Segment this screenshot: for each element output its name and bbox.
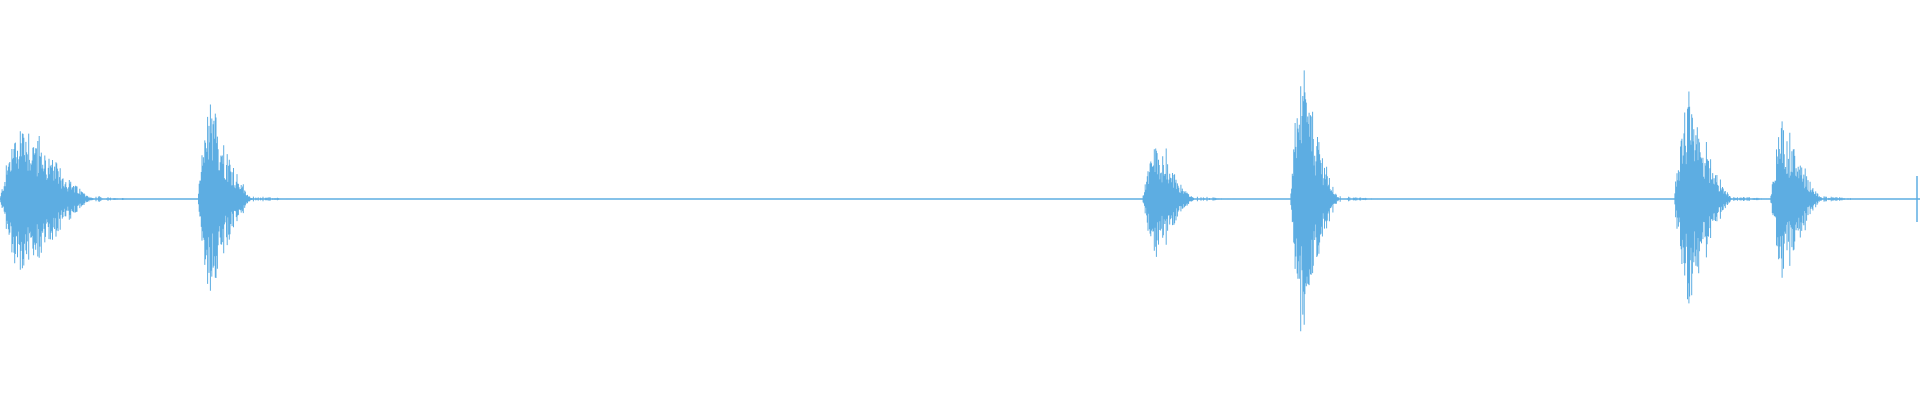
- waveform-signal: [0, 70, 1863, 332]
- waveform-burst-path: [1674, 91, 1773, 304]
- waveform-burst-path: [198, 104, 292, 291]
- waveform-burst: [1674, 91, 1773, 304]
- waveform-burst: [198, 104, 292, 291]
- waveform-burst-path: [1770, 121, 1863, 278]
- waveform-burst: [1770, 121, 1863, 278]
- waveform-burst: [0, 131, 135, 270]
- waveform-burst: [1142, 148, 1236, 257]
- waveform-burst-path: [0, 131, 135, 270]
- waveform-burst-path: [1142, 148, 1236, 257]
- waveform-burst-path: [1290, 70, 1378, 332]
- waveform-burst: [1290, 70, 1378, 332]
